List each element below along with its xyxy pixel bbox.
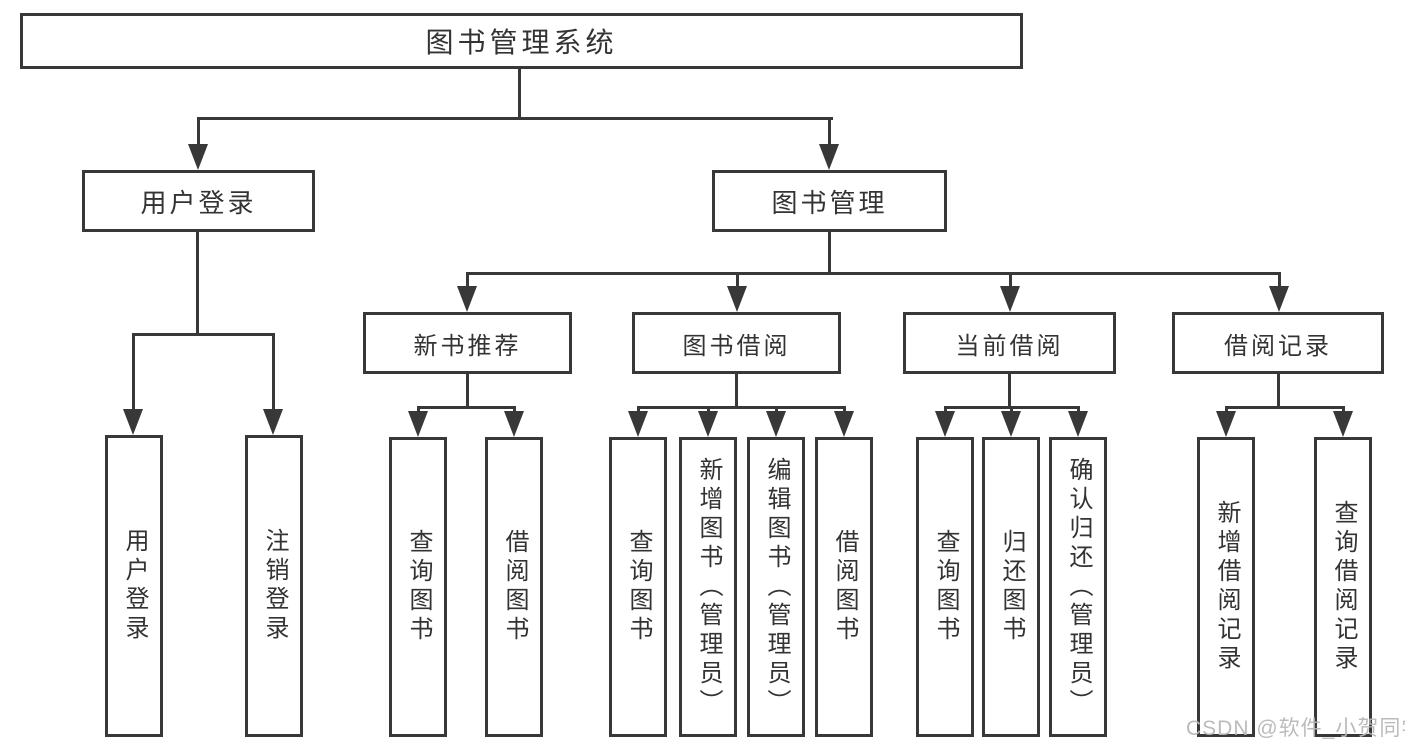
- connector-records-bus: [1225, 406, 1344, 409]
- node-user-login: 用户登录: [82, 170, 315, 232]
- connector-drop-leaf: [1010, 406, 1013, 414]
- arrowhead-down-icon: [123, 409, 143, 435]
- connector-drop-leaf: [1342, 406, 1345, 414]
- connector-drop-leaf: [272, 333, 275, 411]
- leaf-query-borrow-record: 查询借阅记录: [1314, 437, 1372, 737]
- arrowhead-down-icon: [1333, 411, 1353, 437]
- leaf-logout: 注销登录: [245, 435, 303, 737]
- node-root: 图书管理系统: [20, 13, 1023, 69]
- leaf-label: 查询图书: [625, 529, 652, 645]
- leaf-label: 新增借阅记录: [1213, 500, 1240, 674]
- leaf-query-books-current: 查询图书: [916, 437, 974, 737]
- connector-newbook-trunk: [466, 372, 469, 409]
- node-current-borrow: 当前借阅: [903, 312, 1116, 374]
- leaf-label: 确认归还（管理员）: [1065, 456, 1092, 718]
- connector-drop-leaf: [513, 406, 516, 414]
- connector-newbook-bus: [417, 406, 516, 409]
- leaf-query-books-newbook: 查询图书: [389, 437, 447, 737]
- connector-root-trunk: [518, 66, 521, 119]
- connector-drop-leaf: [417, 406, 420, 414]
- connector-drop-level3: [466, 272, 469, 290]
- leaf-add-borrow-record: 新增借阅记录: [1197, 437, 1255, 737]
- arrowhead-down-icon: [766, 411, 786, 437]
- leaf-borrow-books-newbook: 借阅图书: [485, 437, 543, 737]
- connector-current-trunk: [1008, 372, 1011, 409]
- arrowhead-down-icon: [1068, 411, 1088, 437]
- leaf-return-books: 归还图书: [982, 437, 1040, 737]
- leaf-label: 新增图书（管理员）: [695, 456, 722, 718]
- leaf-confirm-return-admin: 确认归还（管理员）: [1049, 437, 1107, 737]
- leaf-add-book-admin: 新增图书（管理员）: [679, 437, 737, 737]
- watermark: CSDN @软件_小贺同学: [1186, 717, 1405, 740]
- leaf-query-books-borrow: 查询图书: [609, 437, 667, 737]
- node-new-book-recommend: 新书推荐: [363, 312, 572, 374]
- node-borrow-records: 借阅记录: [1172, 312, 1384, 374]
- leaf-label: 借阅图书: [831, 529, 858, 645]
- connector-drop-leaf: [637, 406, 640, 414]
- arrowhead-down-icon: [1216, 411, 1236, 437]
- connector-drop-leaf: [843, 406, 846, 414]
- connector-records-trunk: [1277, 372, 1280, 409]
- leaf-label: 借阅图书: [501, 529, 528, 645]
- connector-borrow-bus: [637, 406, 846, 409]
- leaf-label: 归还图书: [998, 529, 1025, 645]
- arrowhead-down-icon: [935, 411, 955, 437]
- leaf-label: 查询图书: [405, 529, 432, 645]
- connector-drop-leaf: [707, 406, 710, 414]
- arrowhead-down-icon: [188, 144, 208, 170]
- arrowhead-down-icon: [698, 411, 718, 437]
- connector-borrow-trunk: [735, 372, 738, 409]
- connector-drop-leaf: [132, 333, 135, 411]
- leaf-label: 用户登录: [121, 528, 148, 644]
- arrowhead-down-icon: [819, 144, 839, 170]
- node-book-management: 图书管理: [712, 170, 947, 232]
- leaf-label: 查询借阅记录: [1330, 500, 1357, 674]
- connector-drop-user-login: [197, 117, 200, 147]
- connector-level3-bus: [466, 272, 1280, 275]
- connector-drop-leaf: [775, 406, 778, 414]
- arrowhead-down-icon: [408, 411, 428, 437]
- arrowhead-down-icon: [457, 286, 477, 312]
- connector-drop-leaf: [1225, 406, 1228, 414]
- leaf-edit-book-admin: 编辑图书（管理员）: [747, 437, 805, 737]
- connector-management-trunk: [828, 229, 831, 275]
- leaf-borrow-books-borrow: 借阅图书: [815, 437, 873, 737]
- arrowhead-down-icon: [628, 411, 648, 437]
- connector-drop-level3: [736, 272, 739, 290]
- connector-login-trunk: [196, 229, 199, 336]
- connector-login-bus: [132, 333, 275, 336]
- arrowhead-down-icon: [263, 409, 283, 435]
- connector-drop-leaf: [944, 406, 947, 414]
- leaf-label: 注销登录: [261, 528, 288, 644]
- leaf-label: 编辑图书（管理员）: [763, 456, 790, 718]
- connector-drop-book-management: [828, 117, 831, 147]
- arrowhead-down-icon: [1269, 286, 1289, 312]
- leaf-label: 查询图书: [932, 529, 959, 645]
- arrowhead-down-icon: [834, 411, 854, 437]
- arrowhead-down-icon: [1000, 286, 1020, 312]
- node-book-borrow: 图书借阅: [632, 312, 841, 374]
- connector-level2-bus: [197, 117, 833, 120]
- connector-drop-level3: [1278, 272, 1281, 290]
- connector-drop-level3: [1009, 272, 1012, 290]
- arrowhead-down-icon: [504, 411, 524, 437]
- leaf-user-login: 用户登录: [105, 435, 163, 737]
- arrowhead-down-icon: [1001, 411, 1021, 437]
- connector-drop-leaf: [1077, 406, 1080, 414]
- arrowhead-down-icon: [727, 286, 747, 312]
